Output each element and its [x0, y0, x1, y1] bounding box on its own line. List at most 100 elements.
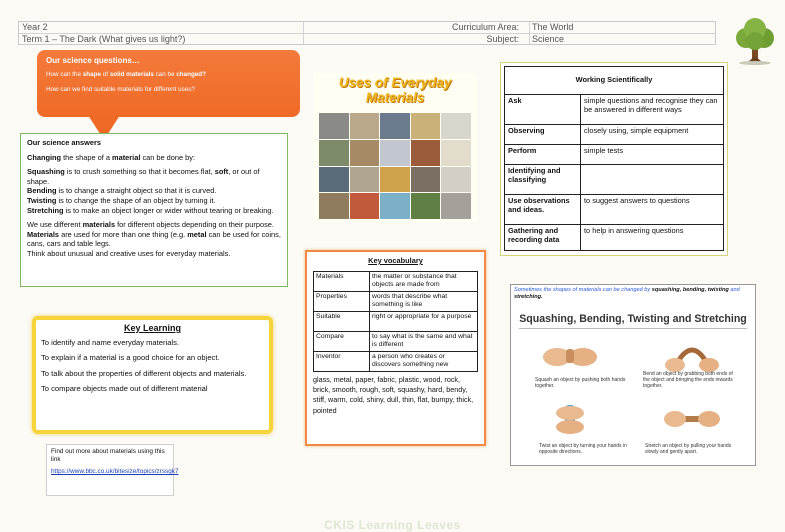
twist-description: Twist an object by turning your hands in… [539, 443, 627, 455]
material-photo-tile [441, 166, 471, 193]
ws-term: Ask [504, 93, 581, 125]
year-label: Year 2 [22, 22, 48, 32]
subject-label: Subject: [486, 34, 519, 44]
material-photo-tile [349, 193, 380, 219]
subject-value: Science [532, 34, 565, 44]
vocabulary-term: Suitable [313, 311, 370, 332]
bend-description: Bend an object by grabbing both ends of … [643, 371, 733, 389]
material-photo-tile [441, 139, 471, 166]
ws-term: Observing [504, 123, 581, 145]
material-photo-tile [349, 166, 380, 193]
materials-collage [319, 113, 471, 219]
header-table: Year 2 Curriculum Area: The World Term 1… [18, 21, 716, 45]
bbc-bitesize-link[interactable]: https://www.bbc.co.uk/bitesize/topics/zr… [51, 468, 179, 476]
poster-title: Squashing, Bending, Twisting and Stretch… [519, 313, 747, 325]
tree-logo-icon [736, 18, 774, 65]
vocabulary-definition: the matter or substance that objects are… [369, 271, 478, 292]
answers-materials-paragraph: We use different materials for different… [27, 220, 281, 258]
vocabulary-term: Inventor [313, 351, 370, 372]
squash-hands-icon [543, 348, 597, 366]
vocabulary-definition: a person who creates or discovers someth… [369, 351, 478, 372]
key-learning-item: To talk about the properties of differen… [41, 368, 247, 378]
bbc-link-box: Find out more about materials using this… [46, 444, 179, 496]
material-photo-tile [410, 193, 441, 219]
poster-caption: Sometimes the shapes of materials can be… [514, 287, 740, 300]
answers-heading: Our science answers [27, 138, 101, 147]
ws-heading: Working Scientifically [504, 66, 724, 95]
material-photo-tile [319, 166, 349, 193]
stretch-hands-icon [664, 411, 720, 427]
ws-description: to suggest answers to questions [580, 193, 724, 225]
ws-term: Identifying and classifying [504, 163, 581, 195]
material-photo-tile [410, 166, 441, 193]
questions-title: Our science questions… [46, 56, 140, 65]
ws-row: Use observations and ideas.to suggest an… [504, 193, 724, 225]
vocabulary-definition: words that describe what something is li… [369, 291, 478, 312]
question-materials: How can we find suitable materials for d… [46, 86, 195, 93]
squashing-bending-poster: Sometimes the shapes of materials can be… [510, 284, 756, 466]
vocabulary-definition: to say what is the same and what is diff… [369, 331, 478, 352]
material-photo-tile [380, 139, 410, 166]
key-learning-item: To compare objects made out of different… [41, 384, 208, 394]
ws-row: Identifying and classifying [504, 163, 724, 195]
ws-term: Gathering and recording data [504, 223, 581, 251]
ws-description: simple tests [580, 143, 724, 165]
vocabulary-term: Compare [313, 331, 370, 352]
ws-description [580, 163, 724, 195]
key-learning-heading: Key Learning [123, 323, 181, 333]
material-photo-tile [410, 139, 441, 166]
material-photo-tile [319, 193, 349, 219]
science-answers-box: Our science answers Changing the shape o… [20, 133, 288, 287]
key-learning-item: To explain if a material is a good choic… [41, 353, 220, 363]
answers-definitions: Squashing is to crush something so that … [27, 167, 274, 215]
material-photo-tile [380, 166, 410, 193]
material-photo-tile [349, 113, 380, 139]
ws-term: Perform [504, 143, 581, 165]
footer-title: CKIS Learning Leaves [324, 518, 461, 532]
answers-intro: Changing the shape of a material can be … [27, 152, 196, 162]
bend-hands-icon [665, 347, 719, 372]
vocabulary-word-list: glass, metal, paper, fabric, plastic, wo… [313, 375, 474, 415]
science-questions-bubble: Our science questions… How can the shape… [37, 50, 300, 117]
term-label: Term 1 – The Dark (What gives us light?) [22, 34, 186, 44]
squash-description: Squash an object by pushing both hands t… [535, 377, 626, 389]
vocabulary-definition: right or appropriate for a purpose [369, 311, 478, 332]
twist-hands-icon [556, 405, 584, 434]
material-photo-tile [349, 139, 380, 166]
key-learning-box: Key Learning To identify and name everyd… [32, 316, 273, 434]
vocabulary-heading: Key vocabulary [368, 256, 423, 265]
ws-description: to help in answering questions [580, 223, 724, 251]
curriculum-area-value: The World [532, 22, 574, 32]
material-photo-tile [441, 193, 471, 219]
stretch-description: Stretch an object by pulling your hands … [645, 443, 732, 455]
ws-term: Use observations and ideas. [504, 193, 581, 225]
curriculum-area-label: Curriculum Area: [451, 22, 519, 32]
ws-description: simple questions and recognise they can … [580, 93, 724, 125]
material-photo-tile [380, 193, 410, 219]
material-photo-tile [319, 139, 349, 166]
material-photo-tile [410, 113, 441, 139]
material-photo-tile [441, 113, 471, 139]
material-photo-tile [380, 113, 410, 139]
material-photo-tile [319, 113, 349, 139]
ws-description: closely using, simple equipment [580, 123, 724, 145]
question-shape: How can the shape of solid materials can… [46, 71, 206, 78]
vocabulary-term: Materials [313, 271, 370, 292]
vocabulary-term: Properties [313, 291, 370, 312]
key-learning-item: To identify and name everyday materials. [41, 337, 180, 347]
bbc-link-text: Find out more about materials using this… [51, 448, 165, 464]
